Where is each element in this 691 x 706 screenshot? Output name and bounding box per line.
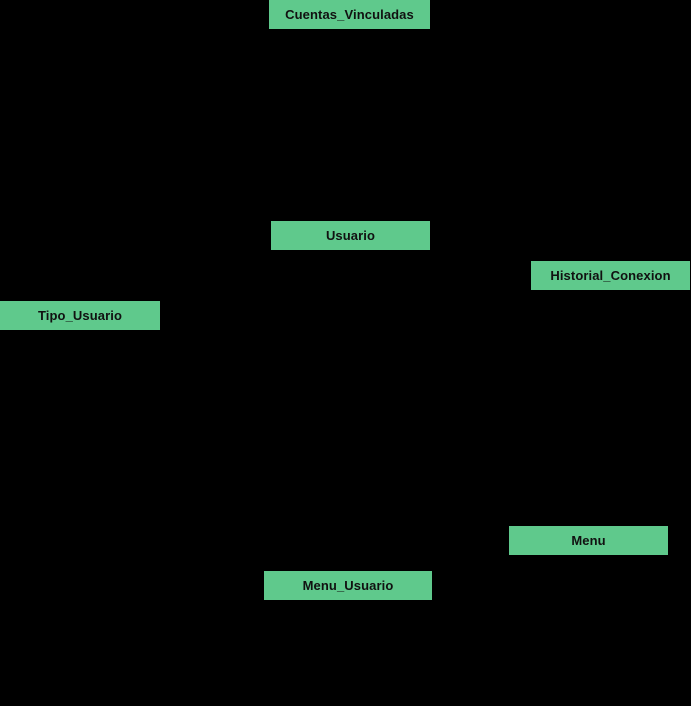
node-menu-usuario[interactable]: Menu_Usuario (264, 571, 432, 600)
node-label: Menu_Usuario (302, 578, 394, 593)
node-usuario[interactable]: Usuario (271, 221, 430, 250)
node-menu[interactable]: Menu (509, 526, 668, 555)
node-historial-conexion[interactable]: Historial_Conexion (531, 261, 690, 290)
node-label: Cuentas_Vinculadas (285, 7, 414, 22)
node-tipo-usuario[interactable]: Tipo_Usuario (0, 301, 160, 330)
node-cuentas-vinculadas[interactable]: Cuentas_Vinculadas (269, 0, 430, 29)
node-label: Usuario (325, 228, 376, 243)
node-label: Tipo_Usuario (37, 308, 123, 323)
node-label: Historial_Conexion (550, 268, 671, 283)
node-label: Menu (571, 533, 606, 548)
